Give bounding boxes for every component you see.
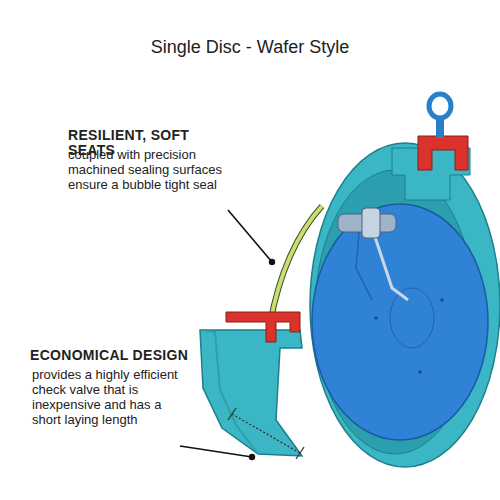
disc-hole [418, 370, 422, 374]
soft-seat [270, 206, 322, 324]
callout-heading: ECONOMICAL DESIGN [30, 348, 200, 363]
leader-line [228, 210, 272, 262]
seat-section [226, 312, 300, 342]
valve-disc [312, 204, 488, 440]
leader-dot [249, 454, 255, 460]
eye-bolt [429, 94, 451, 118]
disc-hole [440, 298, 444, 302]
disc-hole [374, 316, 378, 320]
section-edge [202, 330, 258, 454]
seat-outline [270, 206, 322, 324]
valve-body [310, 143, 500, 467]
disc-hub [390, 288, 434, 348]
hinge-arm [372, 228, 408, 300]
leader-dot [269, 259, 275, 265]
callout-text: provides a highly efficient check valve … [32, 367, 192, 427]
body-section [200, 330, 302, 456]
dimension-line [232, 414, 300, 453]
eye-bolt-stem [436, 118, 444, 138]
dimension-tick [296, 447, 304, 459]
diagram-title: Single Disc - Wafer Style [0, 36, 500, 58]
top-seal [418, 136, 468, 170]
hinge-spring [362, 208, 380, 238]
callout-text: coupled with precision machined sealing … [68, 147, 226, 192]
dimension-tick [228, 408, 236, 420]
leader-line [180, 446, 252, 457]
